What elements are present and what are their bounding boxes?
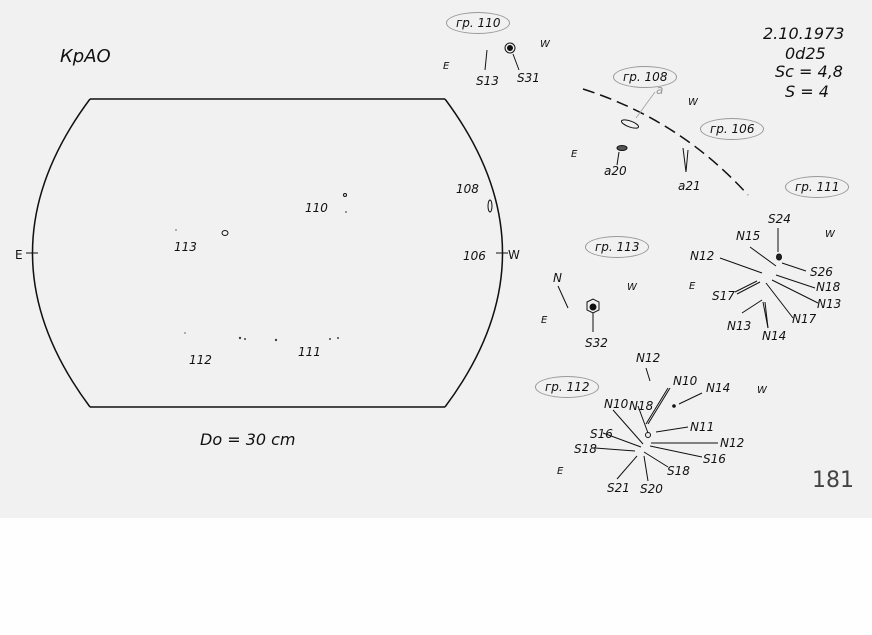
disk-spots bbox=[175, 193, 493, 342]
spot-label: N10 bbox=[604, 397, 629, 411]
spot-label: S20 bbox=[640, 482, 663, 496]
group-110-title: гр. 110 bbox=[446, 12, 511, 34]
spot-label: N15 bbox=[736, 229, 761, 243]
spot-label: a bbox=[656, 83, 664, 97]
diameter-note: Dо = 30 cm bbox=[200, 430, 296, 449]
spot-label: S16 bbox=[703, 452, 726, 466]
spot-label: N14 bbox=[706, 381, 731, 395]
spot-label: N12 bbox=[636, 351, 661, 365]
spot-label: N18 bbox=[816, 280, 841, 294]
observation-date: 2.10.1973 bbox=[763, 24, 845, 43]
spot-label: S18 bbox=[667, 464, 690, 478]
group-113-title: гр. 113 bbox=[585, 236, 650, 258]
disk-label-108: 108 bbox=[456, 182, 479, 196]
spot-label: S31 bbox=[517, 71, 540, 85]
spot-label: S32 bbox=[585, 336, 608, 350]
group-111-east: E bbox=[689, 281, 696, 292]
group-110-east: E bbox=[443, 61, 450, 72]
spot-label: N18 bbox=[629, 399, 654, 413]
spot-label: S26 bbox=[810, 265, 833, 279]
spot-label: N13 bbox=[817, 297, 842, 311]
group-108-title: гр. 108 bbox=[613, 66, 678, 88]
spot-label: S21 bbox=[607, 481, 630, 495]
disk-west-label: W bbox=[508, 248, 520, 262]
spot-label: S16 bbox=[590, 427, 613, 441]
observatory-label: КрАО bbox=[60, 46, 111, 67]
observation-time: 0d25 bbox=[785, 44, 826, 63]
group-112-east: E bbox=[557, 466, 564, 477]
disk-label-110: 110 bbox=[305, 201, 328, 215]
page-number: 181 bbox=[812, 468, 854, 493]
spot-label: N11 bbox=[690, 420, 715, 434]
spot-label: a20 bbox=[604, 164, 627, 178]
disk-label-113: 113 bbox=[174, 240, 197, 254]
solar-disk-outline bbox=[26, 98, 508, 408]
spot-label: N13 bbox=[727, 319, 752, 333]
seeing-s: S = 4 bbox=[785, 82, 829, 101]
group-112-west: W bbox=[757, 385, 767, 396]
spot-label: S18 bbox=[574, 442, 597, 456]
group-110-west: W bbox=[540, 39, 550, 50]
group-108-east: E bbox=[571, 149, 578, 160]
disk-label-106: 106 bbox=[463, 249, 486, 263]
disk-label-112: 112 bbox=[189, 353, 212, 367]
disk-label-111: 111 bbox=[298, 345, 321, 359]
group-113-east: E bbox=[541, 315, 548, 326]
group-112-title: гр. 112 bbox=[535, 376, 600, 398]
spot-label: N12 bbox=[720, 436, 745, 450]
disk-east-label: E bbox=[15, 248, 23, 262]
spot-label: N12 bbox=[690, 249, 715, 263]
group-106-title: гр. 106 bbox=[700, 118, 765, 140]
group-113-west: W bbox=[627, 282, 637, 293]
group-111-west: W bbox=[825, 229, 835, 240]
seeing-sc: Sc = 4,8 bbox=[775, 62, 843, 81]
spot-label: S17 bbox=[712, 289, 735, 303]
spot-label: S13 bbox=[476, 74, 499, 88]
group-111-title: гр. 111 bbox=[785, 176, 850, 198]
spot-label: N10 bbox=[673, 374, 698, 388]
blank-margin bbox=[0, 518, 872, 635]
group-108-west: W bbox=[688, 97, 698, 108]
spot-label: N bbox=[553, 271, 562, 285]
spot-label: N17 bbox=[792, 312, 817, 326]
spot-label: a21 bbox=[678, 179, 701, 193]
spot-label: S24 bbox=[768, 212, 791, 226]
scanned-sheet bbox=[0, 0, 872, 518]
spot-label: N14 bbox=[762, 329, 787, 343]
